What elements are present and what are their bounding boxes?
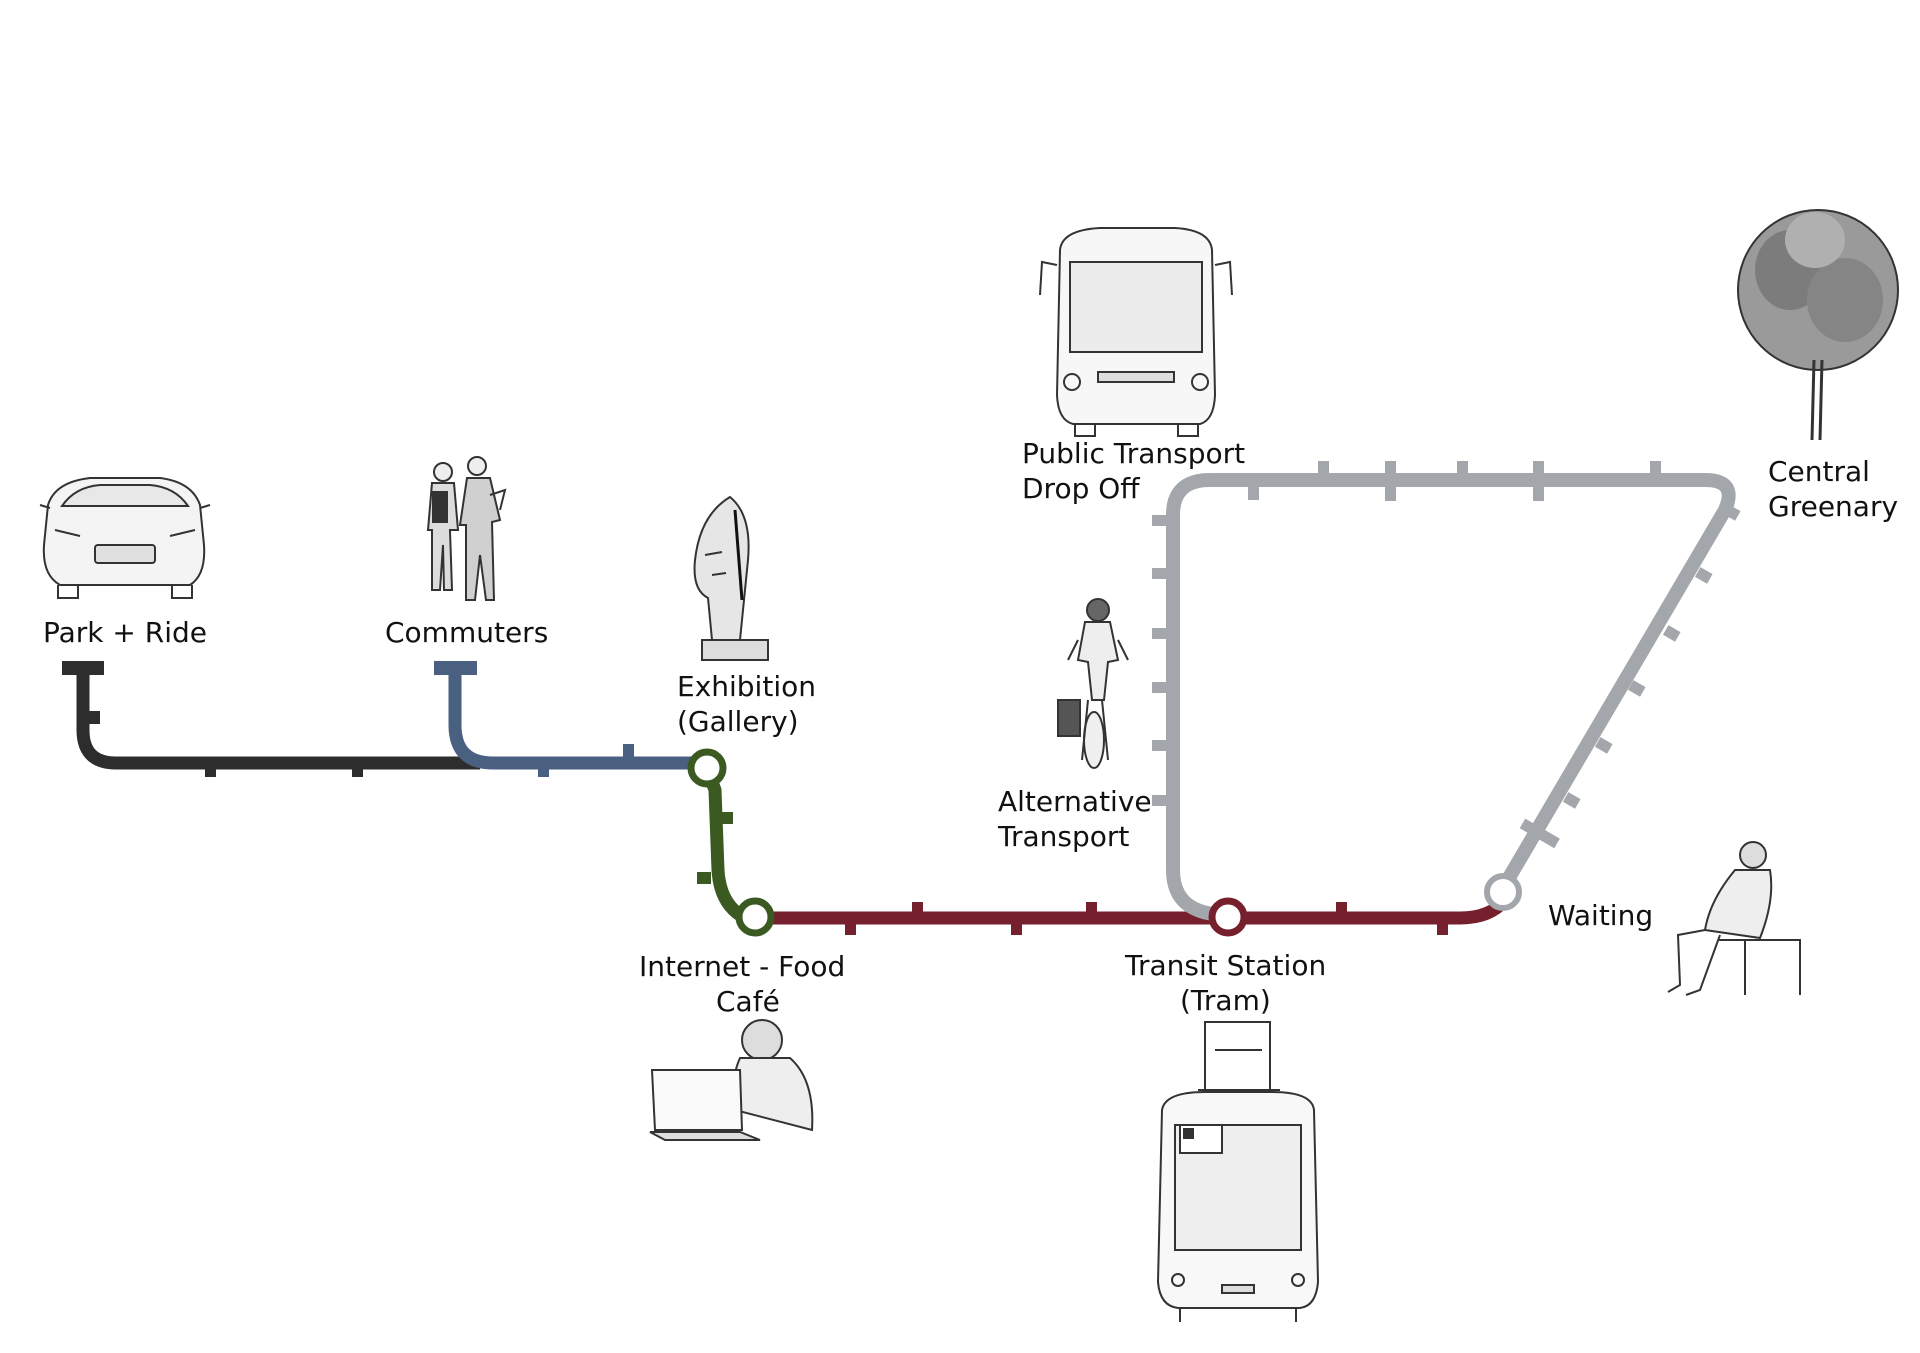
line-tick bbox=[352, 765, 363, 777]
station-exhibition bbox=[687, 748, 727, 788]
exhibition-line-path bbox=[700, 765, 749, 924]
label-commuters: Commuters bbox=[385, 616, 548, 649]
exhibition-line bbox=[697, 765, 749, 924]
label-internet-1: Internet - Food bbox=[639, 950, 845, 983]
line-tick bbox=[1650, 461, 1661, 475]
line-tick bbox=[912, 902, 923, 915]
line-tick bbox=[1533, 461, 1544, 501]
label-exhibition-1: Exhibition bbox=[677, 670, 816, 703]
line-tick bbox=[845, 922, 856, 935]
line-tick bbox=[697, 872, 711, 884]
loop-line-path bbox=[1166, 473, 1736, 922]
tram-icon bbox=[1156, 1021, 1320, 1322]
park-ride-line bbox=[62, 661, 480, 777]
line-tick bbox=[1437, 922, 1448, 935]
main-line-path bbox=[755, 895, 1510, 925]
loop-line bbox=[1152, 461, 1741, 922]
line-tick bbox=[1336, 902, 1347, 915]
line-tick bbox=[1152, 795, 1166, 806]
line-tick bbox=[1011, 922, 1022, 935]
line-tick bbox=[1152, 740, 1166, 751]
label-transit-2: (Tram) bbox=[1180, 984, 1271, 1017]
line-tick bbox=[538, 765, 549, 777]
label-public-2: Drop Off bbox=[1022, 472, 1140, 505]
label-public-1: Public Transport bbox=[1022, 437, 1245, 470]
label-alt-1: Alternative bbox=[998, 785, 1152, 818]
line-tick bbox=[1248, 486, 1259, 500]
label-exhibition-2: (Gallery) bbox=[677, 705, 799, 738]
line-tick bbox=[1318, 461, 1329, 475]
line-tick bbox=[1152, 515, 1166, 526]
station-waiting bbox=[1484, 873, 1522, 911]
station-transit bbox=[1208, 897, 1248, 937]
line-tick bbox=[1152, 628, 1166, 639]
commuters-line bbox=[434, 661, 700, 777]
tree-icon bbox=[1737, 209, 1899, 441]
label-alt-2: Transport bbox=[997, 820, 1129, 853]
line-tick bbox=[83, 711, 100, 724]
park-ride-terminus bbox=[62, 661, 104, 675]
main-line bbox=[755, 895, 1510, 935]
laptop-woman-icon bbox=[649, 1019, 814, 1141]
label-internet-2: Café bbox=[716, 985, 780, 1018]
line-tick bbox=[1457, 461, 1468, 475]
bus-icon bbox=[1039, 227, 1233, 437]
label-central-1: Central bbox=[1768, 455, 1870, 488]
seated-person-icon bbox=[1667, 841, 1801, 996]
label-central-2: Greenary bbox=[1768, 490, 1898, 523]
commuters-icon bbox=[426, 456, 507, 601]
station-internet-cafe bbox=[735, 897, 775, 937]
line-tick bbox=[719, 812, 733, 824]
line-tick bbox=[623, 744, 634, 757]
line-tick bbox=[1152, 568, 1166, 579]
car-icon bbox=[39, 477, 211, 599]
park-ride-line-path bbox=[76, 668, 480, 770]
line-tick bbox=[1152, 682, 1166, 693]
label-waiting: Waiting bbox=[1548, 899, 1653, 932]
label-park-ride: Park + Ride bbox=[43, 616, 207, 649]
labels: Park + Ride Commuters Exhibition (Galler… bbox=[43, 437, 1898, 1018]
cyclist-icon bbox=[1057, 598, 1129, 769]
commuters-terminus bbox=[434, 661, 477, 675]
sculpture-icon bbox=[693, 495, 769, 661]
diagonal-ticks bbox=[1519, 504, 1741, 849]
line-tick bbox=[1086, 902, 1097, 915]
commuters-line-path bbox=[448, 668, 700, 770]
line-tick bbox=[1385, 461, 1396, 501]
line-tick bbox=[205, 765, 216, 777]
label-transit-1: Transit Station bbox=[1124, 949, 1326, 982]
